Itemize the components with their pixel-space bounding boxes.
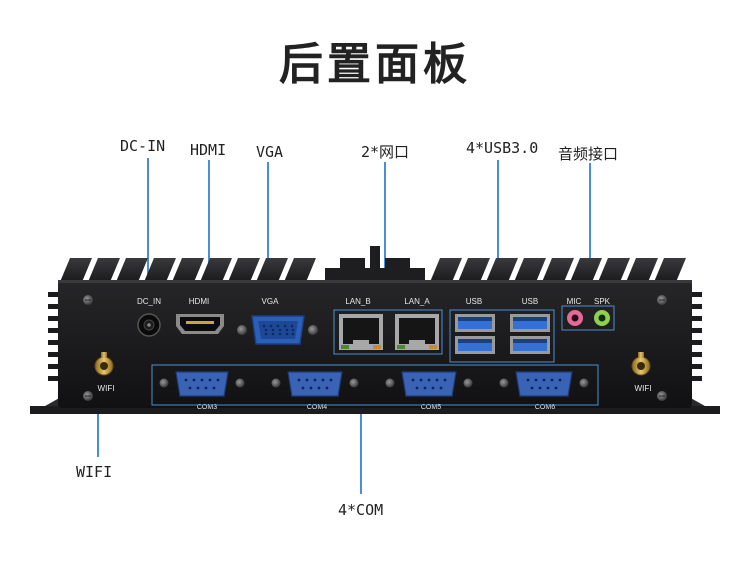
dc-power-jack-icon	[137, 313, 161, 337]
panel-label-lan-b: LAN_B	[345, 297, 370, 306]
callout-usb: 4*USB3.0	[466, 139, 539, 157]
panel-label-com4: COM4	[307, 404, 327, 411]
ethernet-port-icon	[339, 314, 383, 350]
panel-label-lan-a: LAN_A	[404, 297, 430, 306]
hdmi-port-icon	[176, 314, 224, 334]
com-group-outline	[151, 364, 599, 406]
panel-label-spk: SPK	[594, 297, 611, 306]
usb-group-outline	[449, 309, 555, 363]
callout-com: 4*COM	[338, 501, 384, 519]
vga-port-icon	[237, 315, 318, 345]
lan-group-outline	[333, 309, 443, 355]
antenna-icon	[631, 352, 651, 376]
panel-label-vga: VGA	[262, 297, 280, 306]
leader-audio	[589, 163, 591, 298]
callout-lan: 2*网口	[361, 143, 410, 161]
ethernet-port-icon	[395, 314, 439, 350]
front-panel	[58, 280, 692, 408]
screw-icon	[83, 295, 667, 401]
leader-dc-in	[147, 158, 149, 298]
panel-label-dc-in: DC_IN	[137, 297, 161, 306]
serial-port-icon	[271, 371, 359, 397]
leader-com	[360, 402, 362, 494]
serial-port-icon	[385, 371, 473, 397]
top-center-tab	[325, 246, 425, 284]
serial-port-icon	[159, 371, 245, 397]
callout-dc-in: DC-IN	[120, 137, 166, 155]
panel-label-usb-2: USB	[522, 297, 538, 306]
panel-label-com6: COM6	[535, 404, 555, 411]
panel-label-mic: MIC	[567, 297, 582, 306]
antenna-icon	[94, 352, 114, 376]
usb-port-icon	[510, 314, 550, 354]
callout-audio: 音频接口	[558, 145, 619, 163]
panel-label-wifi-right: WIFI	[635, 384, 652, 393]
leader-lan	[384, 162, 386, 310]
audio-group-outline	[561, 305, 615, 331]
panel-label-com5: COM5	[421, 404, 441, 411]
leader-hdmi	[208, 160, 210, 294]
mounting-feet	[30, 392, 720, 414]
serial-port-icon	[499, 371, 589, 397]
panel-label-hdmi: HDMI	[189, 297, 209, 306]
top-fins	[60, 258, 686, 282]
panel-label-com3: COM3	[197, 404, 217, 411]
usb-port-icon	[455, 314, 495, 354]
callout-vga: VGA	[256, 143, 284, 161]
callout-hdmi: HDMI	[190, 141, 227, 159]
panel-label-usb-1: USB	[466, 297, 482, 306]
callout-wifi: WIFI	[76, 463, 113, 481]
leader-vga	[267, 162, 269, 296]
audio-jack-icon	[567, 310, 610, 326]
panel-label-wifi-left: WIFI	[98, 384, 115, 393]
leader-wifi	[97, 393, 99, 457]
page-title: 后置面板	[279, 39, 471, 90]
leader-usb	[497, 160, 499, 312]
side-fins	[48, 292, 702, 381]
